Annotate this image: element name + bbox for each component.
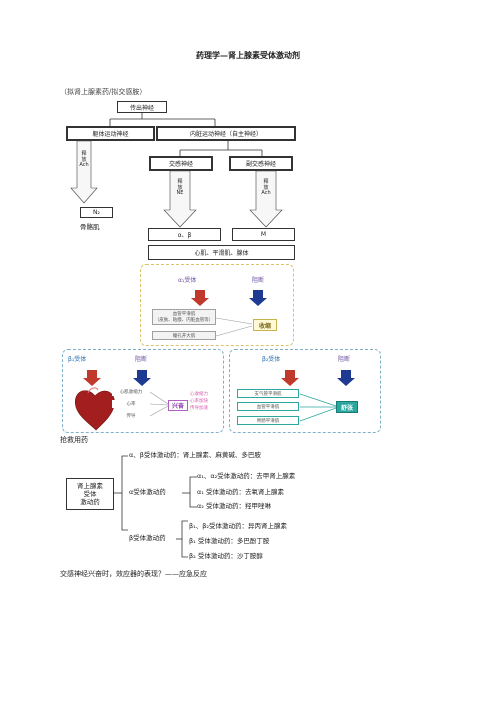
beta-sub-1: β₁、β₂受体激动药：异丙肾上腺素	[189, 522, 288, 530]
beta2-effect-box-3: 胃肠平滑肌	[237, 416, 299, 425]
beta1-side-note: 心收缩力 心率加快 传导加速	[190, 392, 208, 411]
beta-sub-2: β₁ 受体激动药：多巴酚丁胺	[189, 537, 270, 545]
beta2-result-badge: 舒张	[336, 401, 358, 413]
page-title: 药理学—肾上腺素受体激动剂	[196, 51, 300, 60]
beta1-agonist-label: β₁受体	[68, 356, 87, 363]
m-receptor-box: M	[232, 228, 295, 241]
beta1-effect-box-3: 传导	[112, 412, 150, 420]
release-ach-label-1: 释 放 Ach	[79, 151, 89, 168]
somatic-nerve-box: 躯体运动神经	[66, 126, 155, 141]
beta1-panel-border	[62, 349, 224, 433]
beta-sub-3: β₂ 受体激动药：沙丁胺醇	[189, 552, 263, 560]
cat-alpha-beta: α、β受体激动药：肾上腺素、麻黄碱、多巴胺	[129, 451, 261, 459]
beta2-agonist-label: β₂受体	[262, 356, 281, 363]
page-subtitle: （拟肾上腺素药/拟交感胺）	[60, 88, 147, 96]
classification-root-box: 肾上腺素 受体 激动药	[66, 478, 114, 510]
rescue-section-heading: 抢救用药	[60, 436, 88, 444]
alpha-effect-box-1: 血管平滑肌 （皮肤、粘膜、内脏血管等）	[152, 309, 216, 325]
alpha-beta-receptor-box: α、β	[148, 228, 221, 241]
alpha-blocker-label: 阻断	[252, 277, 265, 284]
efferent-nerve-box: 传出神经	[117, 101, 167, 113]
parasympathetic-nerve-box: 副交感神经	[229, 156, 293, 171]
beta1-effect-box-1: 心肌收缩力	[112, 388, 150, 396]
release-ach-label-2: 释 放 Ach	[261, 179, 271, 196]
release-ne-label: 释 放 NE	[176, 179, 184, 196]
beta1-effect-box-2: 心率	[112, 400, 150, 408]
cat-alpha: α受体激动药	[129, 488, 166, 496]
alpha-result-badge: 收缩	[253, 319, 277, 331]
beta1-result-badge: 兴奋	[168, 400, 188, 411]
beta2-effect-box-1: 支气管平滑肌	[237, 389, 299, 398]
question-line: 交感神经兴奋时，效应器的表现？——应急反应	[60, 570, 207, 578]
beta2-panel-border	[229, 349, 381, 433]
alpha-effect-box-2: 瞳孔开大肌	[152, 331, 216, 340]
alpha-sub-2: α₁ 受体激动药：去氧肾上腺素	[197, 488, 284, 496]
autonomic-nerve-box: 内脏运动神经（自主神经）	[156, 126, 296, 141]
skeletal-muscle-label: 骨骼肌	[80, 223, 100, 231]
cat-beta: β受体激动药	[129, 534, 166, 542]
effector-targets-box: 心肌、平滑肌、腺体	[148, 245, 295, 260]
alpha-sub-3: α₂ 受体激动药：羟甲唑啉	[197, 502, 271, 510]
beta2-blocker-label: 阻断	[338, 356, 351, 363]
alpha-panel-border	[140, 264, 294, 346]
alpha-agonist-label: α₁受体	[178, 277, 197, 284]
beta2-effect-box-2: 血管平滑肌	[237, 402, 299, 411]
beta1-blocker-label: 阻断	[135, 356, 148, 363]
alpha-sub-1: α₁、α₂受体激动药：去甲肾上腺素	[197, 472, 296, 480]
sympathetic-nerve-box: 交感神经	[149, 156, 213, 171]
nm-receptor-box: N₂	[80, 207, 113, 218]
